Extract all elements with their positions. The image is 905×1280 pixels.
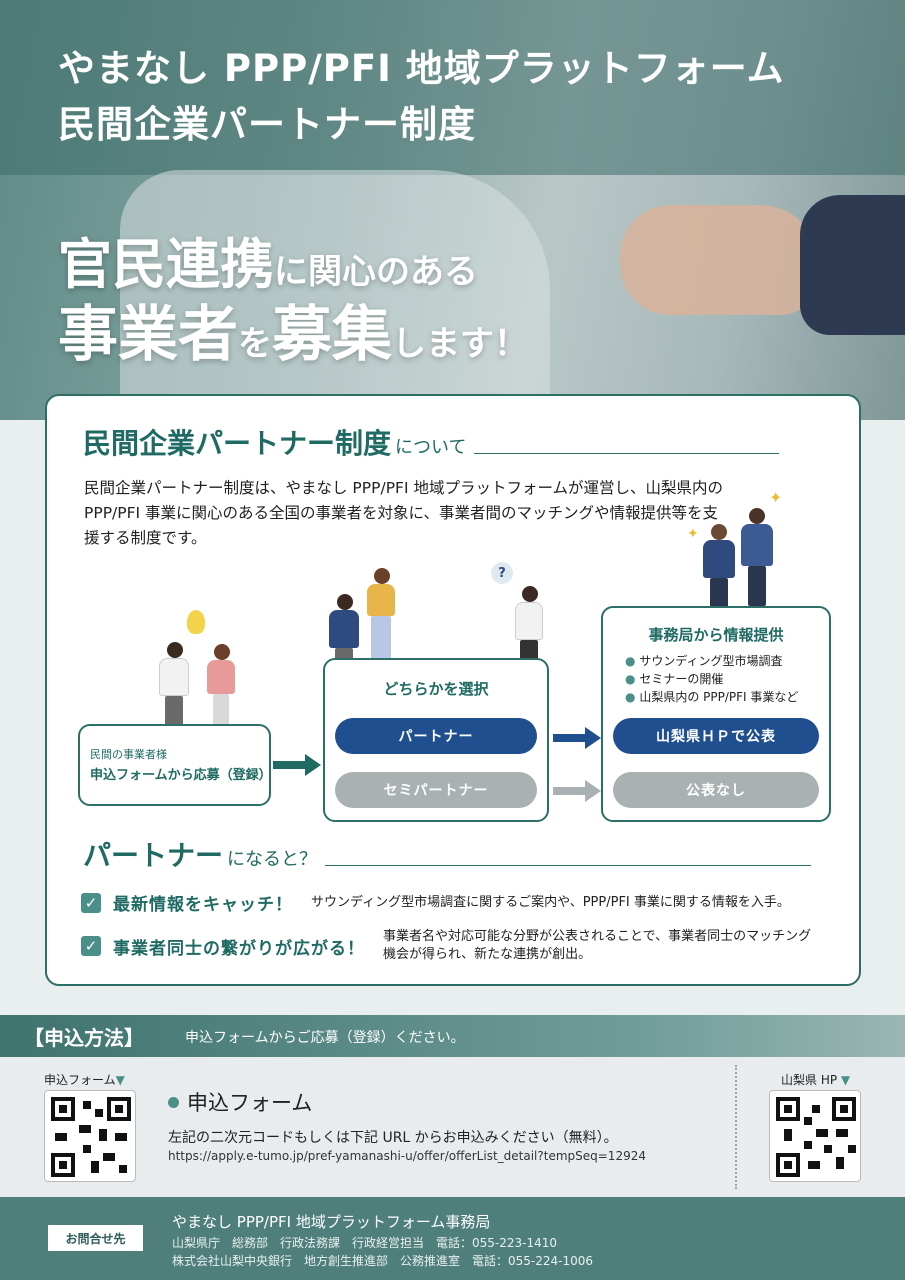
info-step-box: 事務局から情報提供 ● サウンディング型市場調査 ● セミナーの開催 ● 山梨県… [601,606,831,822]
apply-method-label: 【申込方法】 [24,1026,144,1050]
qr-code-hp[interactable] [769,1090,861,1182]
sparkle-icon: ✦ [769,488,783,507]
qr-code-form[interactable] [44,1090,136,1182]
apply-method-text: 申込フォームからご応募（登録）ください。 [185,1030,465,1046]
apply-method-band: 【申込方法】 申込フォームからご応募（登録）ください。 [0,1015,905,1057]
form-url-link[interactable]: https://apply.e-tumo.jp/pref-yamanashi-u… [168,1149,646,1163]
main-title-line1: やまなし PPP/PFI 地域プラットフォーム [58,47,785,90]
heading-rule [325,865,812,866]
dotted-divider [735,1065,737,1189]
arrow-right-icon [273,754,321,776]
about-intro: 民間企業パートナー制度は、やまなし PPP/PFI 地域プラットフォームが運営し… [84,479,723,547]
info-card: 民間企業パートナー制度 について 民間企業パートナー制度は、やまなし PPP/P… [45,394,861,986]
contact-line-prefecture: 山梨県庁 総務部 行政法務課 行政経営担当 電話：055-223-1410 [172,1236,558,1250]
heading-rule [474,453,780,454]
apply-step-box: 民間の事業者様 申込フォームから応募（登録） [78,724,272,806]
qr-code-icon [51,1097,131,1177]
qr-form-label: 申込フォーム▼ [44,1073,125,1087]
info-item: ● サウンディング型市場調査 [625,654,783,668]
choose-step-title: どちらかを選択 [383,680,489,698]
handshake-photo-shirt [120,170,550,420]
title-band [0,0,905,175]
info-item: ● 山梨県内の PPP/PFI 事業など [625,690,799,704]
form-description: 左記の二次元コードもしくは下記 URL からお申込みください（無料）。 [168,1130,618,1146]
contact-organization: やまなし PPP/PFI 地域プラットフォーム事務局 [172,1213,491,1231]
arrow-right-icon [553,727,601,749]
qr-code-icon [776,1097,856,1177]
publish-result-pill: 山梨県ＨＰで公表 [613,718,819,754]
contact-footer: お問合せ先 やまなし PPP/PFI 地域プラットフォーム事務局 山梨県庁 総務… [0,1197,905,1280]
info-item: ● セミナーの開催 [625,672,724,686]
arrow-right-icon [553,780,601,802]
about-heading: 民間企業パートナー制度 について [83,422,780,462]
contact-badge: お問合せ先 [48,1225,143,1251]
semi-partner-option-pill: セミパートナー [335,772,537,808]
partner-option-pill: パートナー [335,718,537,754]
checkbox-check-icon: ✓ [81,892,101,913]
lightbulb-icon [187,610,205,634]
question-bubble-icon: ? [491,562,513,584]
catchphrase-line2: 事業者を募集します！ [58,300,528,370]
apply-area: 申込フォーム▼ 申込フォーム 左記の二次元コードもしくは下記 URL からお申込… [0,1057,905,1197]
form-title: 申込フォーム [168,1087,312,1117]
hero-banner: やまなし PPP/PFI 地域プラットフォーム 民間企業パートナー制度 官民連携… [0,0,905,420]
info-step-title: 事務局から情報提供 [648,626,784,644]
contact-line-bank: 株式会社山梨中央銀行 地方創生推進部 公務推進室 電話：055-224-1006 [172,1254,594,1268]
catchphrase-line1: 官民連携に関心のある [58,233,478,296]
bullet-dot-icon [168,1096,179,1108]
apply-step-subtitle: 民間の事業者様 [90,748,167,761]
sparkle-icon: ✦ [687,526,699,542]
merit-item: ✓ 最新情報をキャッチ！ サウンディング型市場調査に関するご案内や、PPP/PF… [81,890,790,915]
checkbox-check-icon: ✓ [81,936,101,956]
choose-step-box: どちらかを選択 パートナー セミパートナー [323,658,549,822]
merits-heading: パートナー になると？ [83,834,812,874]
no-publish-result-pill: 公表なし [613,772,819,808]
handshake-photo-hands [620,205,820,315]
apply-step-title: 申込フォームから応募（登録） [90,768,272,783]
main-title-line2: 民間企業パートナー制度 [58,103,476,146]
handshake-photo-sleeve [800,195,905,335]
qr-hp-label: 山梨県 HP ▼ [781,1073,851,1087]
merit-item: ✓ 事業者同士の繋がりが広がる！ 事業者名や対応可能な分野が公表されることで、事… [81,928,811,964]
